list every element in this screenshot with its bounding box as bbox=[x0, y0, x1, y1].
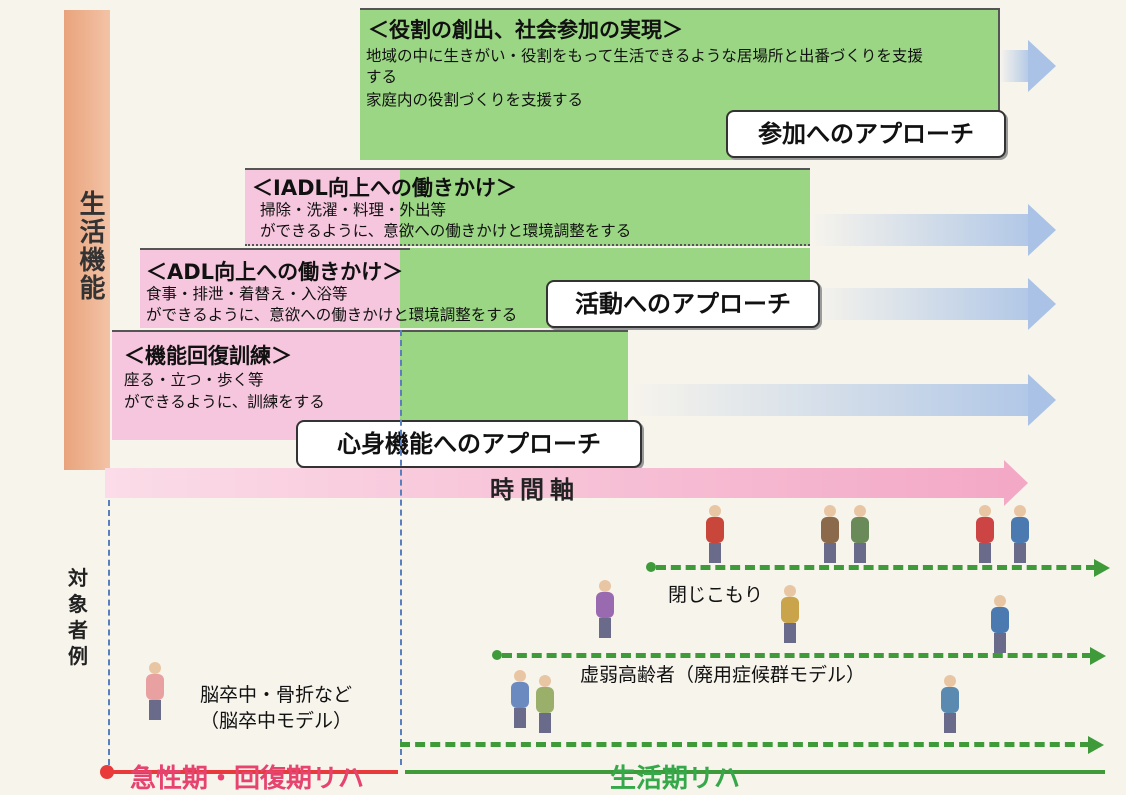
person-illustration bbox=[970, 505, 1000, 565]
person-illustration bbox=[845, 505, 875, 565]
person-illustration bbox=[935, 675, 965, 735]
participation-title: ＜役割の創出、社会参加の実現＞ bbox=[368, 18, 683, 42]
life-function-axis-label: 生活機能 bbox=[75, 190, 105, 302]
withdrawn-arrow-line bbox=[656, 565, 1096, 570]
life-function-axis-bar bbox=[64, 10, 110, 470]
participation-approach-tag: 参加へのアプローチ bbox=[726, 110, 1006, 158]
stroke-arrowhead bbox=[1088, 736, 1104, 754]
person-illustration bbox=[815, 505, 845, 565]
iadl-bottom-edge bbox=[245, 244, 810, 246]
frail-start-dot bbox=[492, 650, 502, 660]
iadl-top-edge bbox=[245, 168, 810, 170]
phase-divider bbox=[400, 330, 402, 765]
frail-label: 虚弱高齢者（廃用症候群モデル） bbox=[580, 664, 866, 686]
person-illustration bbox=[590, 580, 620, 640]
person-illustration bbox=[775, 585, 805, 645]
adl-block-pink bbox=[140, 248, 400, 328]
frail-arrow-line bbox=[502, 653, 1092, 658]
frail-arrowhead bbox=[1090, 647, 1106, 665]
target-persons-label: 対象者例 bbox=[48, 565, 108, 669]
life-stage-rehab-label: 生活期リハ bbox=[610, 764, 741, 794]
acute-recovery-rehab-label: 急性期・回復期リハ bbox=[130, 764, 365, 794]
chronic-phase-line bbox=[405, 770, 1105, 774]
person-illustration bbox=[505, 670, 535, 730]
activity-approach-tag: 活動へのアプローチ bbox=[546, 280, 820, 328]
adl-line-2: ができるように、意欲への働きかけと環境調整をする bbox=[146, 306, 518, 324]
body-function-approach-tag: 心身機能へのアプローチ bbox=[296, 420, 642, 468]
person-illustration bbox=[140, 662, 170, 722]
iadl-line-1: 掃除・洗濯・料理・外出等 bbox=[260, 201, 447, 219]
adl-title: ＜ADL向上への働きかけ＞ bbox=[146, 260, 404, 284]
person-illustration bbox=[985, 595, 1015, 655]
iadl-block-pink bbox=[245, 168, 400, 246]
participation-right-edge bbox=[998, 8, 1000, 158]
participation-arrow bbox=[1000, 40, 1060, 92]
function-arrow bbox=[628, 374, 1060, 426]
person-illustration bbox=[530, 675, 560, 735]
person-illustration bbox=[1005, 505, 1035, 565]
time-axis-bar bbox=[105, 468, 1005, 498]
withdrawn-label: 閉じこもり bbox=[668, 584, 764, 606]
iadl-title: ＜IADL向上への働きかけ＞ bbox=[252, 176, 517, 200]
participation-line-1: 地域の中に生きがい・役割をもって生活できるような居場所と出番づくりを支援 bbox=[366, 47, 923, 65]
target-persons-label-text: 対象者例 bbox=[68, 566, 88, 668]
iadl-arrow bbox=[810, 204, 1060, 256]
stroke-label: 脳卒中・骨折など （脳卒中モデル） bbox=[200, 684, 353, 732]
person-illustration bbox=[700, 505, 730, 565]
acute-start-divider bbox=[108, 500, 110, 765]
adl-top-edge bbox=[140, 248, 410, 250]
stroke-arrow-line bbox=[400, 742, 1090, 747]
iadl-block-green bbox=[400, 168, 810, 246]
function-title: ＜機能回復訓練＞ bbox=[124, 344, 292, 368]
participation-line-3: 家庭内の役割づくりを支援する bbox=[366, 91, 584, 109]
adl-arrow bbox=[810, 278, 1060, 330]
function-line-1: 座る・立つ・歩く等 bbox=[124, 371, 264, 389]
function-top-edge bbox=[112, 330, 628, 332]
acute-phase-line bbox=[108, 770, 398, 774]
withdrawn-start-dot bbox=[646, 562, 656, 572]
time-axis-label: 時間軸 bbox=[490, 476, 580, 504]
function-line-2: ができるように、訓練をする bbox=[124, 393, 325, 411]
acute-phase-start-dot bbox=[100, 765, 114, 779]
withdrawn-arrowhead bbox=[1094, 559, 1110, 577]
adl-line-1: 食事・排泄・着替え・入浴等 bbox=[146, 285, 348, 303]
iadl-line-2: ができるように、意欲への働きかけと環境調整をする bbox=[260, 222, 632, 240]
participation-line-2: する bbox=[366, 68, 398, 86]
time-axis-arrowhead bbox=[1004, 460, 1028, 506]
participation-top-edge bbox=[360, 8, 1000, 10]
